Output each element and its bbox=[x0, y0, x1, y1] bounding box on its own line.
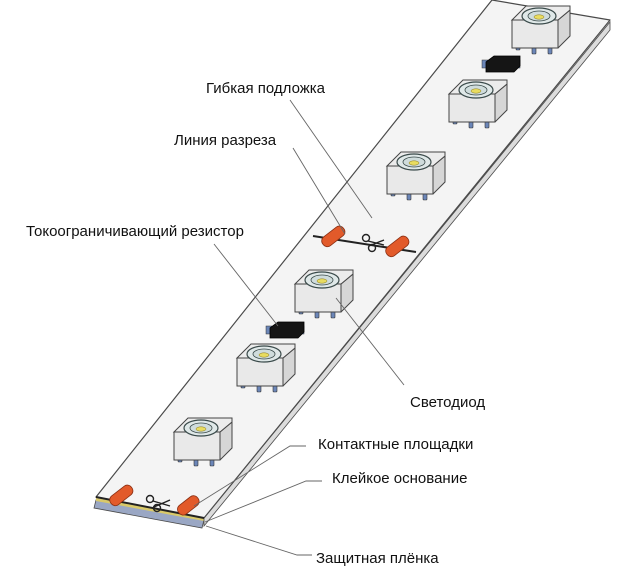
contact-pad bbox=[109, 484, 134, 507]
leader-adhesive-base bbox=[204, 480, 322, 523]
leader-cut-line bbox=[292, 147, 346, 235]
leader-contact-pads bbox=[193, 445, 306, 507]
label-protective-film: Защитная плёнка bbox=[316, 550, 439, 567]
leader-lines bbox=[193, 99, 405, 556]
label-adhesive-base: Клейкое основание bbox=[332, 470, 468, 487]
contact-pad bbox=[321, 225, 346, 248]
leader-flexible-substrate bbox=[289, 99, 373, 219]
scissors-icon bbox=[145, 494, 171, 513]
label-contact-pads: Контактные площадки bbox=[318, 436, 474, 453]
label-led: Светодиод bbox=[410, 394, 486, 411]
label-flexible-substrate: Гибкая подложка bbox=[206, 80, 326, 97]
contact-pad bbox=[385, 235, 410, 258]
strip-backing-layers bbox=[93, 20, 611, 529]
label-cut-line: Линия разреза bbox=[174, 132, 277, 149]
scissors-icon bbox=[361, 233, 385, 253]
label-current-limiting-resistor: Токоограничивающий резистор bbox=[26, 223, 244, 240]
leader-resistor bbox=[213, 243, 279, 327]
cut-line-bottom bbox=[95, 484, 205, 519]
leader-led bbox=[335, 297, 405, 386]
contact-pad bbox=[177, 495, 200, 516]
cut-line-middle bbox=[312, 225, 417, 258]
leader-protective-film bbox=[205, 525, 312, 556]
